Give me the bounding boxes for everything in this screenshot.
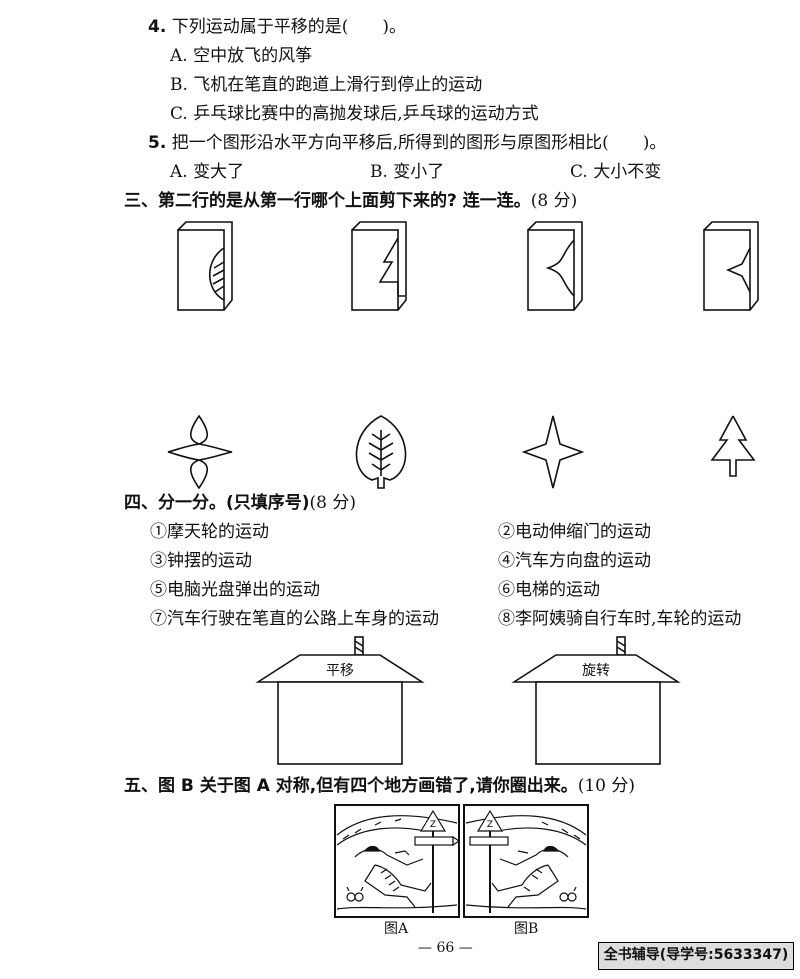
section-4-title: 四、分一分。(只填序号)	[124, 493, 310, 513]
house-translation-label: 平移	[326, 663, 354, 679]
section-5-title: 五、图 B 关于图 A 对称,但有四个地方画错了,请你圈出来。	[124, 776, 578, 796]
question-4-option-b: B. 飞机在笔直的跑道上滑行到停止的运动	[170, 75, 483, 95]
motion-item-2: ②电动伸缩门的运动	[498, 522, 651, 542]
cutout-leaf[interactable]	[355, 415, 407, 489]
question-4: 4. 下列运动属于平移的是( )。	[148, 16, 406, 38]
question-5-text: 把一个图形沿水平方向平移后,所得到的图形与原图形相比( )。	[171, 133, 667, 153]
cutout-tree[interactable]	[710, 415, 756, 477]
question-4-text: 下列运动属于平移的是( )。	[171, 17, 406, 37]
question-4-number: 4.	[148, 17, 167, 37]
motion-item-1: ①摩天轮的运动	[150, 522, 269, 542]
house-rotation-label: 旋转	[582, 663, 610, 679]
section-4-points: (8 分)	[309, 493, 357, 513]
section-3-points: (8 分)	[530, 191, 578, 211]
guide-badge: 全书辅导(导学号:5633347)	[598, 942, 794, 970]
picture-b-sign-letter: Z	[487, 820, 493, 830]
motion-item-6: ⑥电梯的运动	[498, 580, 600, 600]
question-5: 5. 把一个图形沿水平方向平移后,所得到的图形与原图形相比( )。	[148, 132, 666, 154]
section-3-title: 三、第二行的是从第一行哪个上面剪下来的? 连一连。	[124, 191, 531, 211]
picture-a-caption: 图A	[384, 921, 409, 937]
motion-item-3: ③钟摆的运动	[150, 551, 252, 571]
house-rotation[interactable]	[511, 636, 681, 765]
motion-item-7: ⑦汽车行驶在笔直的公路上车身的运动	[150, 609, 439, 629]
question-5-option-b: B. 变小了	[370, 162, 445, 182]
page-number: — 66 —	[418, 940, 473, 956]
picture-b[interactable]: Z	[463, 804, 589, 918]
question-5-option-a: A. 变大了	[170, 162, 245, 182]
question-5-number: 5.	[148, 133, 167, 153]
question-4-option-a: A. 空中放飞的风筝	[170, 46, 313, 66]
section-4-heading: 四、分一分。(只填序号)(8 分)	[124, 492, 356, 514]
question-4-option-c: C. 乒乓球比赛中的高抛发球后,乒乓球的运动方式	[170, 104, 539, 124]
house-translation[interactable]	[255, 636, 425, 765]
picture-a-sign-letter: Z	[430, 820, 436, 830]
cutout-flower[interactable]	[167, 414, 233, 490]
folded-paper-leaf[interactable]	[177, 221, 233, 311]
motion-item-5: ⑤电脑光盘弹出的运动	[150, 580, 320, 600]
motion-item-4: ④汽车方向盘的运动	[498, 551, 651, 571]
folded-paper-tree[interactable]	[351, 221, 407, 311]
folded-paper-flower[interactable]	[527, 221, 583, 311]
section-5-points: (10 分)	[577, 776, 636, 796]
picture-b-caption: 图B	[514, 921, 539, 937]
motion-item-8: ⑧李阿姨骑自行车时,车轮的运动	[498, 609, 742, 629]
section-3-heading: 三、第二行的是从第一行哪个上面剪下来的? 连一连。(8 分)	[124, 190, 577, 212]
section-5-heading: 五、图 B 关于图 A 对称,但有四个地方画错了,请你圈出来。(10 分)	[124, 775, 635, 797]
folded-paper-star[interactable]	[703, 221, 759, 311]
cutout-star[interactable]	[521, 415, 585, 489]
question-5-option-c: C. 大小不变	[570, 162, 662, 182]
picture-a[interactable]: Z	[334, 804, 461, 918]
